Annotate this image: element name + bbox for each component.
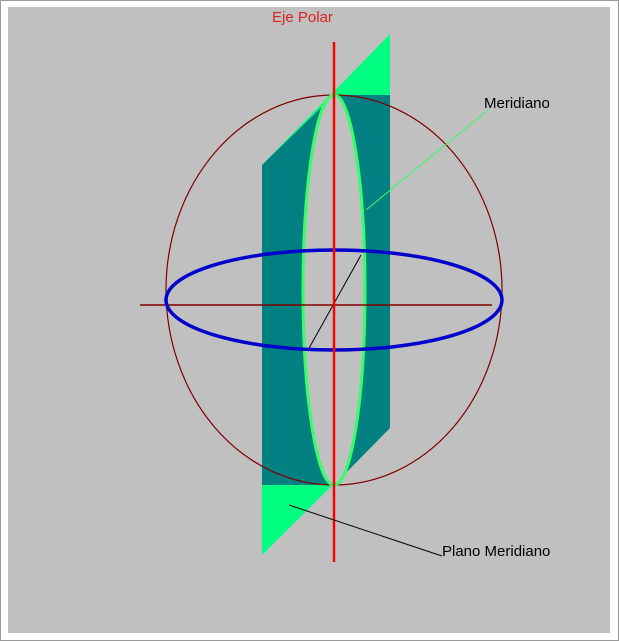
meridian-plane-leader-line [288,504,443,557]
meridian-label: Meridiano [484,95,550,112]
meridian-leader-line [365,109,489,211]
meridian-plane-label: Plano Meridiano [442,543,551,560]
polar-axis-label: Eje Polar [272,9,333,26]
